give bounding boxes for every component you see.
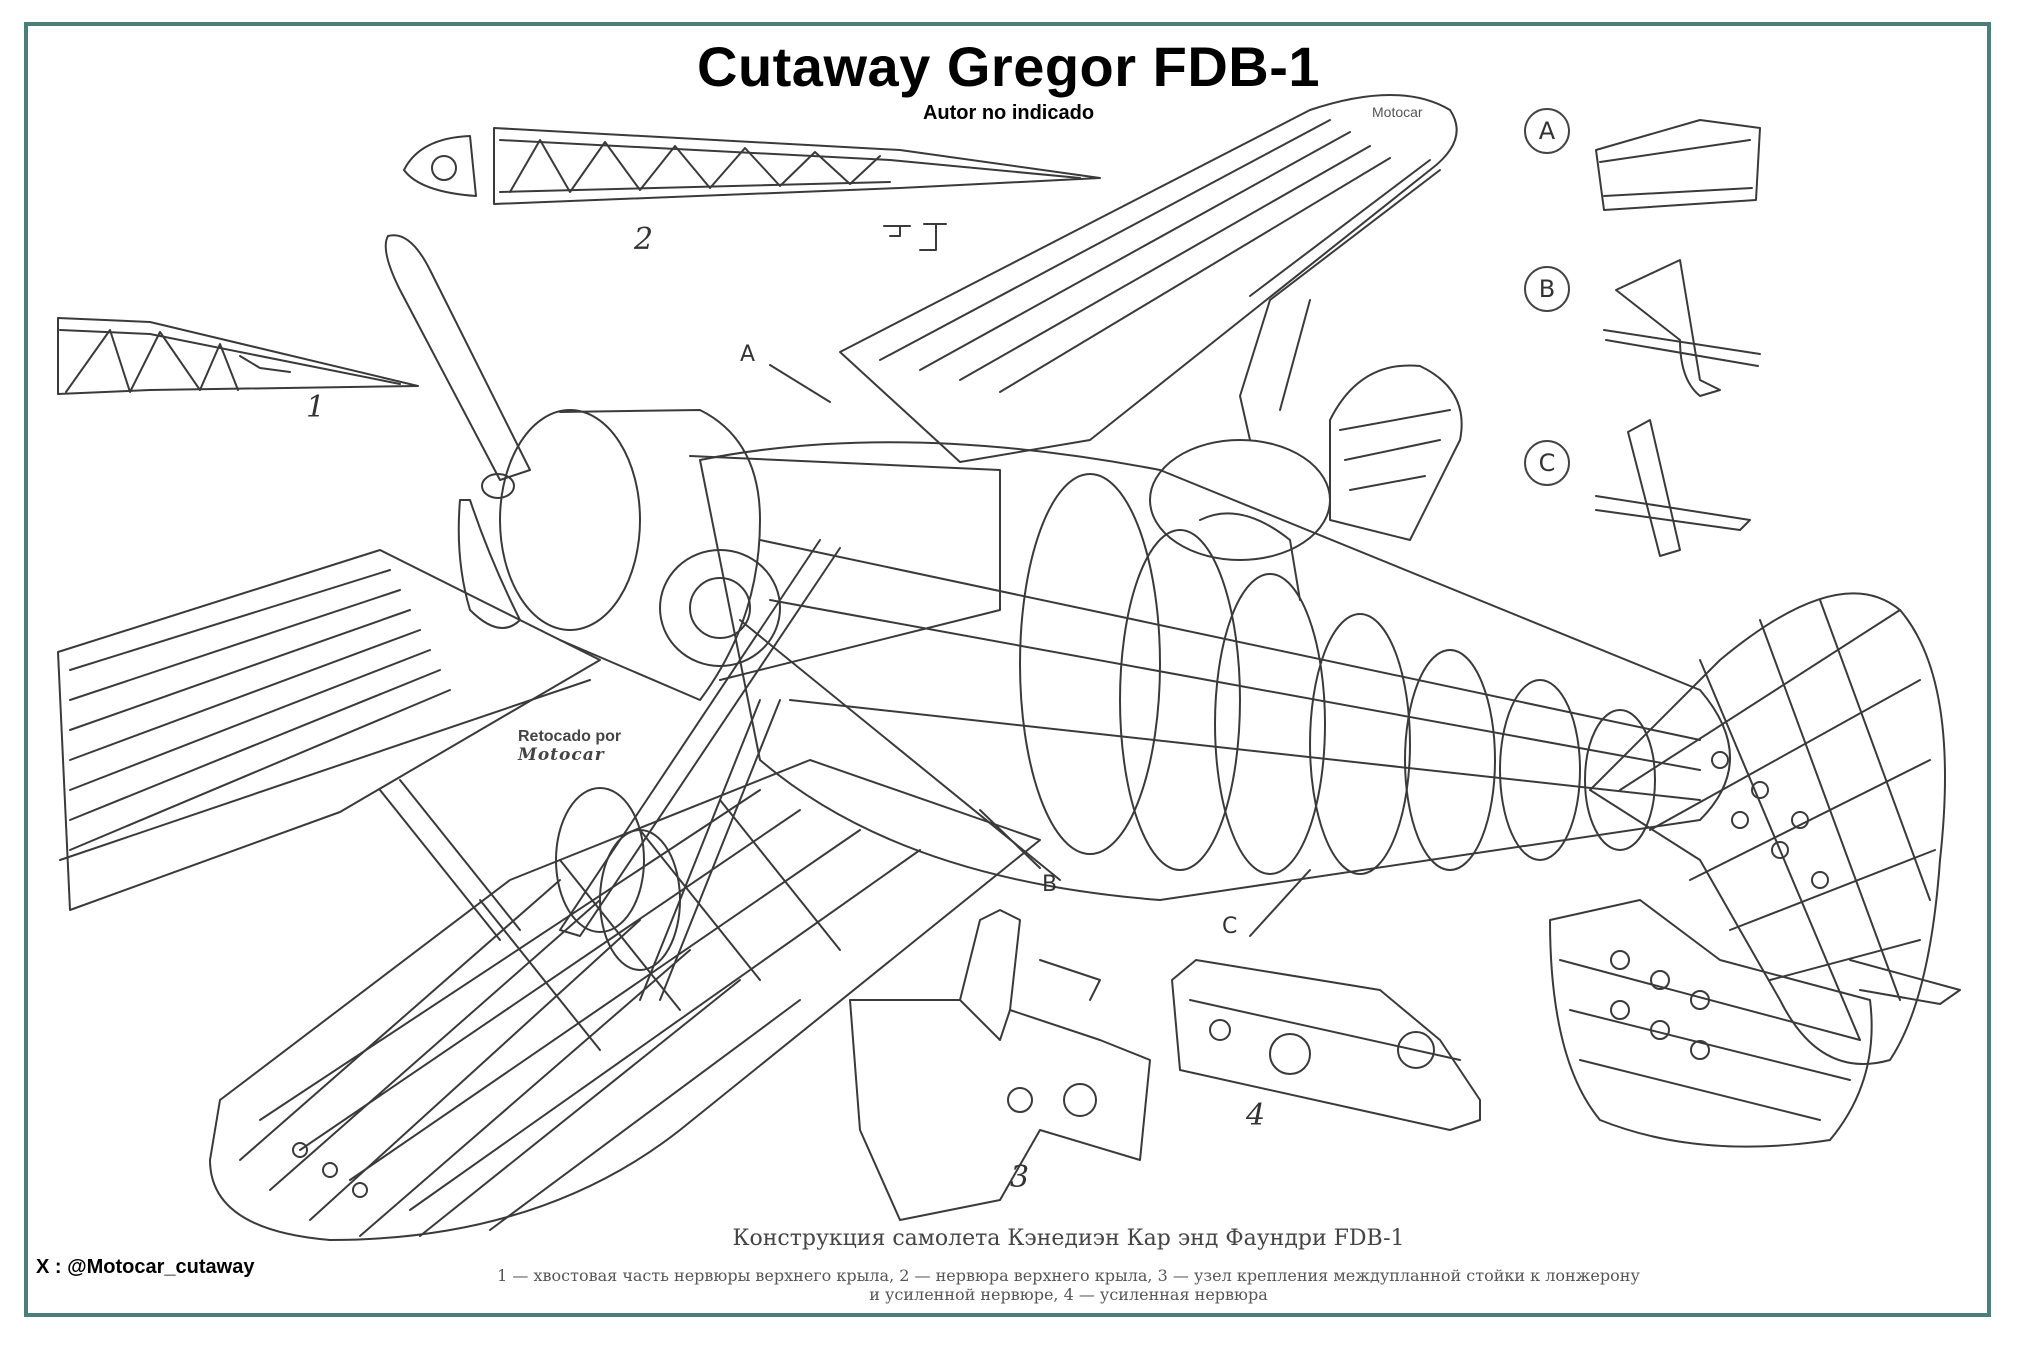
tail-fin-drawing (1589, 592, 1946, 1065)
lower-right-wing-drawing (209, 759, 1041, 1241)
engine-cowling-drawing (499, 409, 1001, 701)
rib-1-drawing (57, 317, 419, 395)
part-3-drawing (849, 909, 1151, 1221)
part-2-label: 2 (634, 222, 654, 257)
tail-stabilizer-drawing (1549, 899, 1961, 1148)
author-subtitle: Autor no indicado (922, 102, 1095, 124)
upper-rear-wing-drawing (1329, 364, 1463, 541)
propeller-drawing (384, 234, 531, 629)
part-4-label: 4 (1246, 1098, 1266, 1133)
part-3-label: 3 (1010, 1160, 1030, 1195)
fuselage-drawing (699, 439, 1731, 901)
part-1-label: 1 (306, 390, 326, 425)
rib-2-drawing (403, 127, 1101, 251)
motocar-watermark: Motocar (1372, 104, 1423, 120)
retouched-brand: Motocar (518, 745, 605, 765)
detail-b-label: B (1524, 266, 1570, 312)
struts-gear-drawing (379, 539, 1061, 1001)
part-4-drawing (1171, 959, 1481, 1131)
detail-c-label: C (1524, 440, 1570, 486)
detail-a-drawing (1595, 119, 1761, 211)
detail-a-label: A (1524, 108, 1570, 154)
lower-left-wing-drawing (57, 549, 601, 911)
retouched-credit: Retocado por Motocar (518, 728, 621, 764)
pointer-b-label: B (1042, 872, 1058, 897)
social-handle: X : @Motocar_cutaway (36, 1256, 255, 1278)
caption-title: Конструкция самолета Кэнедиэн Кар энд Фа… (732, 1226, 1405, 1251)
pointer-c-label: C (1222, 914, 1238, 939)
page-title: Cutaway Gregor FDB-1 (697, 35, 1320, 98)
detail-b-drawing (1603, 259, 1761, 397)
detail-c-drawing (1595, 419, 1751, 557)
caption-line-1: 1 — хвостовая часть нервюры верхнего кры… (497, 1266, 1640, 1285)
retouched-label: Retocado por (518, 728, 622, 745)
upper-wing-drawing (839, 94, 1458, 463)
pointer-a-label: A (740, 342, 756, 367)
caption-line-2: и усиленной нервюре, 4 — усиленная нервю… (869, 1285, 1268, 1304)
